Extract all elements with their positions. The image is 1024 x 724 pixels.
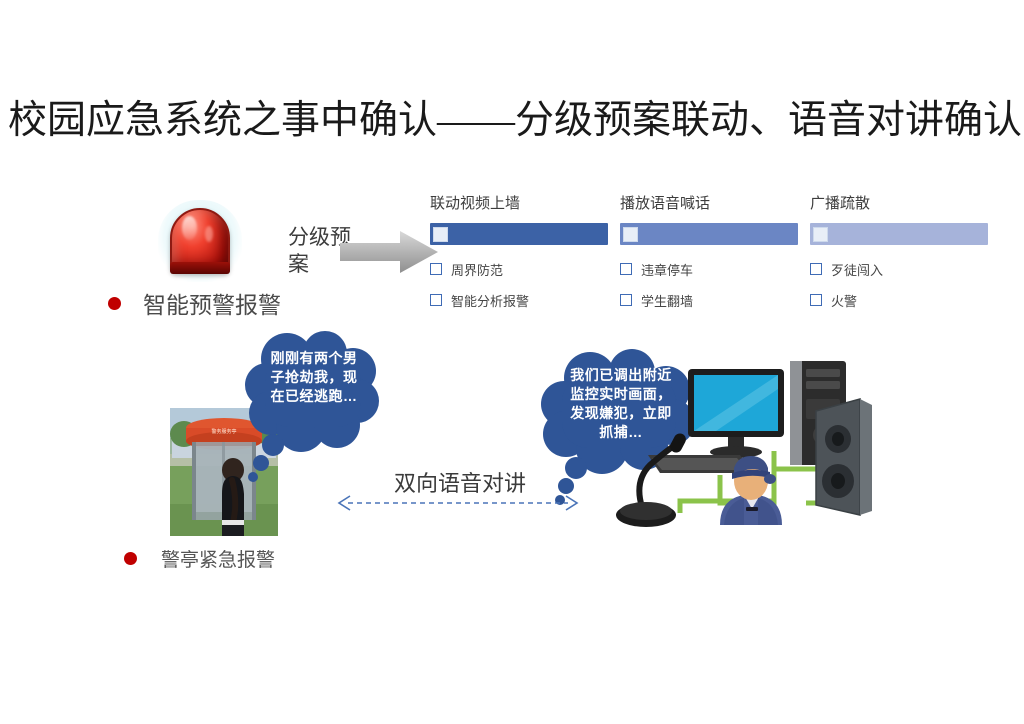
column-title: 联动视频上墙 xyxy=(430,196,521,212)
progress-bar-voice-broadcast[interactable] xyxy=(620,223,798,245)
operator-speech-bubble: 我们已调出附近监控实时画面，发现嫌犯，立即抓捕… xyxy=(540,349,700,505)
response-column-evacuation: 广播疏散 歹徒闯入 火警 xyxy=(810,192,988,320)
booth-alarm-label: 警亭紧急报警 xyxy=(161,550,276,571)
operator-bubble-text: 我们已调出附近监控实时画面，发现嫌犯，立即抓捕… xyxy=(570,367,672,440)
checkbox-label: 学生翻墙 xyxy=(641,293,694,309)
checkbox-item[interactable]: 智能分析报警 xyxy=(430,289,608,311)
checkbox-item[interactable]: 学生翻墙 xyxy=(620,289,798,311)
bar-knob[interactable] xyxy=(433,227,448,242)
checkbox-icon[interactable] xyxy=(430,294,442,306)
bullet-dot-icon xyxy=(108,296,121,310)
checkbox-item[interactable]: 火警 xyxy=(810,289,988,311)
beacon-highlight-secondary xyxy=(205,226,213,242)
gooseneck-microphone-icon xyxy=(616,433,686,527)
two-way-intercom-group: 双向语音对讲 xyxy=(336,470,580,532)
beacon-highlight xyxy=(182,216,197,240)
column-title: 广播疏散 xyxy=(810,196,871,212)
red-alarm-beacon-icon xyxy=(158,200,242,282)
checkbox-item[interactable]: 歹徒闯入 xyxy=(810,258,988,280)
bar-knob[interactable] xyxy=(813,227,828,242)
beacon-base xyxy=(170,262,230,274)
checkbox-group: 违章停车 学生翻墙 xyxy=(620,258,798,311)
caller-speech-bubble: 刚刚有两个男子抢劫我，现在已经逃跑… xyxy=(245,331,381,482)
two-way-intercom-label: 双向语音对讲 xyxy=(393,471,526,496)
response-column-voice-broadcast: 播放语音喊话 违章停车 学生翻墙 xyxy=(620,192,798,320)
checkbox-label: 违章停车 xyxy=(641,262,694,278)
column-title: 播放语音喊话 xyxy=(620,196,711,212)
double-headed-arrow-icon xyxy=(336,494,580,512)
progress-bar-evacuation[interactable] xyxy=(810,223,988,245)
checkbox-group: 歹徒闯入 火警 xyxy=(810,258,988,311)
police-booth-photo: 警务服务亭 xyxy=(170,408,278,536)
smart-alert-bullet-row: 智能预警报警 xyxy=(108,286,281,320)
checkbox-item[interactable]: 周界防范 xyxy=(430,258,608,280)
loudspeaker-icon xyxy=(815,398,872,516)
control-room-graphic xyxy=(616,355,880,570)
checkbox-label: 歹徒闯入 xyxy=(831,262,884,278)
checkbox-icon[interactable] xyxy=(810,294,822,306)
checkbox-group: 周界防范 智能分析报警 xyxy=(430,258,608,311)
progress-bar-video-wall[interactable] xyxy=(430,223,608,245)
checkbox-icon[interactable] xyxy=(620,263,632,275)
checkbox-label: 智能分析报警 xyxy=(451,293,530,309)
svg-text:警务服务亭: 警务服务亭 xyxy=(211,428,236,435)
checkbox-item[interactable]: 违章停车 xyxy=(620,258,798,280)
checkbox-icon[interactable] xyxy=(620,294,632,306)
smart-alert-label: 智能预警报警 xyxy=(143,293,281,318)
checkbox-label: 火警 xyxy=(831,293,858,309)
right-arrow-icon xyxy=(340,231,438,273)
checkbox-label: 周界防范 xyxy=(451,262,504,278)
bullet-dot-icon xyxy=(124,552,137,565)
checkbox-icon[interactable] xyxy=(430,263,442,275)
bar-knob[interactable] xyxy=(623,227,638,242)
checkbox-icon[interactable] xyxy=(810,263,822,275)
response-plan-panel: 联动视频上墙 周界防范 智能分析报警 播放语音喊话 违章停车 xyxy=(430,192,1004,320)
page-title: 校园应急系统之事中确认——分级预案联动、语音对讲确认 xyxy=(8,99,1023,142)
booth-alarm-bullet-row: 警亭紧急报警 xyxy=(124,545,275,572)
police-officer-avatar-icon xyxy=(720,456,782,525)
response-column-video-wall: 联动视频上墙 周界防范 智能分析报警 xyxy=(430,192,608,320)
caller-bubble-text: 刚刚有两个男子抢劫我，现在已经逃跑… xyxy=(270,350,358,404)
